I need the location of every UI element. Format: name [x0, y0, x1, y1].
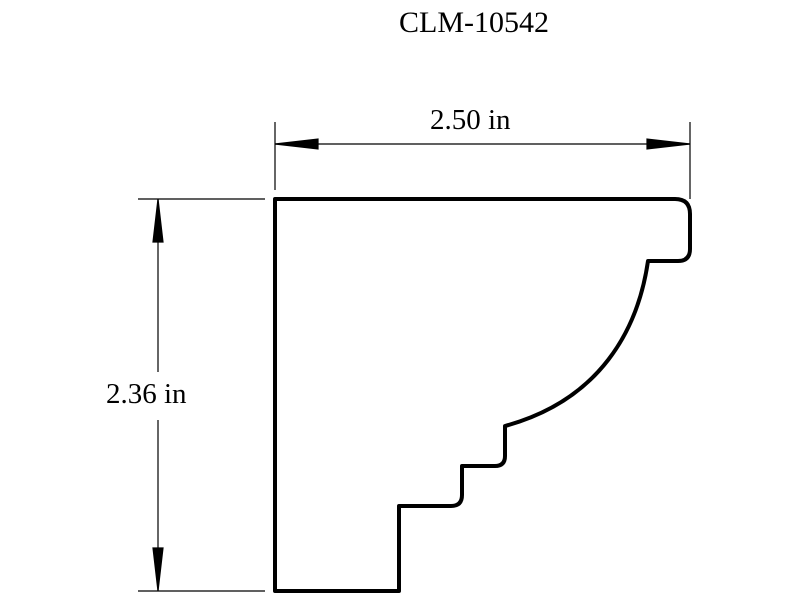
extension-lines [138, 122, 691, 592]
molding-profile [273, 197, 692, 593]
width-dimension-label: 2.50 in [430, 104, 511, 136]
height-dimension-line [152, 198, 164, 592]
height-dimension-label: 2.36 in [106, 378, 187, 410]
part-number-title: CLM-10542 [399, 6, 549, 39]
width-dimension-line [274, 138, 691, 150]
